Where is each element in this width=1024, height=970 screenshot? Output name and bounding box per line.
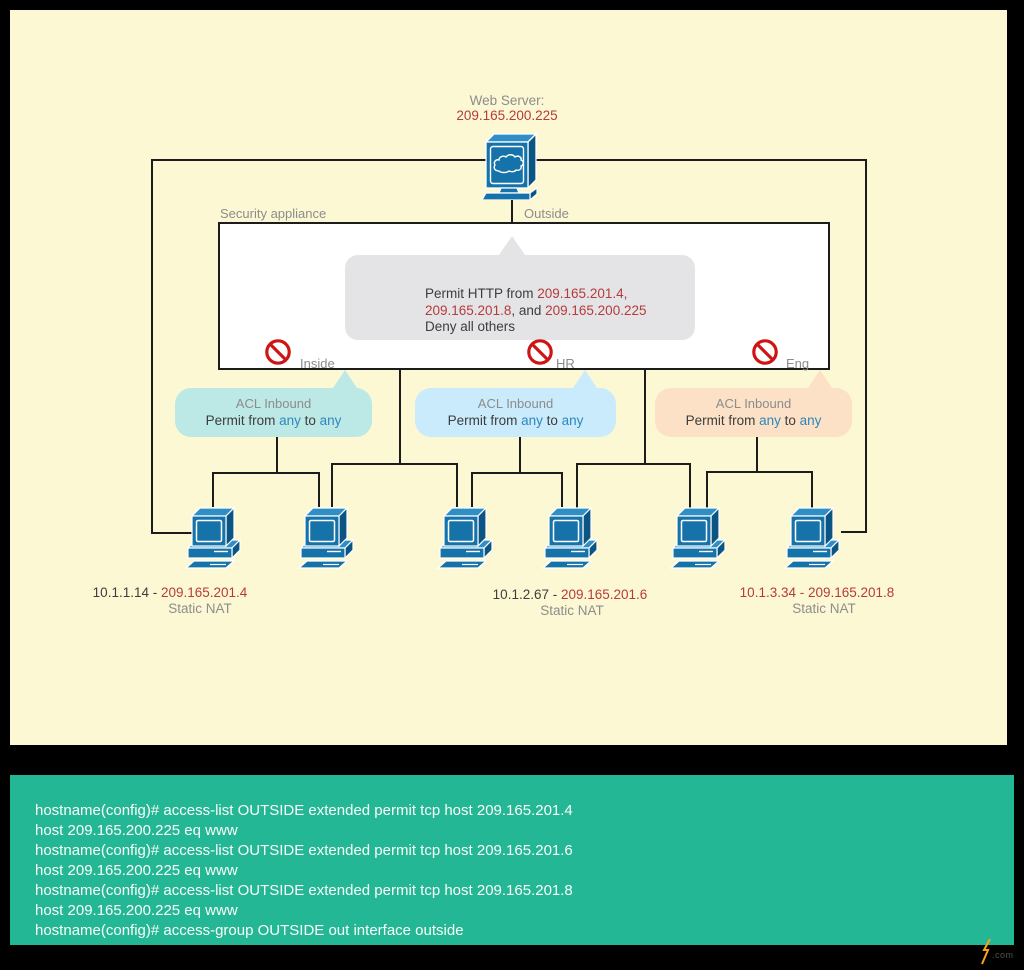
host-label-1: 10.1.1.14 - 209.165.201.4: [93, 585, 248, 600]
acl-permit-text: Permit from: [447, 413, 522, 428]
acl-callout-inside: ACL Inbound Permit from any to any: [175, 388, 372, 437]
acl-any-dest: any: [799, 413, 822, 428]
no-entry-icon-inside: [265, 339, 291, 365]
acl-inside-tail: [333, 370, 357, 388]
eng-interface-label: Eng: [786, 356, 810, 371]
policy-callout: Permit HTTP from 209.165.201.4, 209.165.…: [345, 255, 695, 340]
host-internal-ip: 10.1.2.67: [492, 587, 549, 602]
policy-l1-ip: 209.165.201.4,: [537, 286, 628, 301]
host-internal-ip: 10.1.1.14: [92, 585, 149, 600]
cli-line: host 209.165.200.225 eq www: [35, 822, 238, 839]
web-server-ip: 209.165.200.225: [456, 108, 558, 123]
cli-line: hostname(config)# access-list OUTSIDE ex…: [35, 802, 573, 819]
host-mapped-ip: 209.165.201.6: [560, 587, 648, 602]
acl-any-source: any: [521, 413, 543, 428]
workstation-icon-5: [669, 504, 727, 570]
acl-callout-hr: ACL Inbound Permit from any to any: [415, 388, 616, 437]
host-label-2: 10.1.2.67 - 209.165.201.6: [493, 587, 648, 602]
host-internal-ip: 10.1.3.34: [739, 585, 796, 600]
policy-l2-ip2: 209.165.200.225: [545, 302, 647, 318]
workstation-icon-2: [297, 504, 355, 570]
host-label-3: 10.1.3.34 - 209.165.201.8: [740, 585, 895, 600]
acl-eng-tail: [808, 370, 832, 388]
web-server-title: Web Server:: [469, 93, 545, 108]
cli-line: hostname(config)# access-list OUTSIDE ex…: [35, 882, 573, 899]
acl-callout-eng: ACL Inbound Permit from any to any: [655, 388, 852, 437]
hr-interface-label: HR: [556, 356, 575, 371]
watermark: .com: [976, 938, 1022, 968]
watermark-text: .com: [992, 950, 1014, 960]
policy-line-3: Deny all others: [425, 319, 646, 336]
host-separator: -: [548, 587, 561, 602]
policy-text: Permit HTTP from 209.165.201.4, 209.165.…: [425, 286, 646, 336]
policy-line-1: Permit HTTP from 209.165.201.4,: [425, 286, 646, 303]
acl-title: ACL Inbound: [235, 396, 312, 411]
acl-any-dest: any: [319, 413, 342, 428]
acl-any-source: any: [279, 413, 301, 428]
policy-callout-tail: [499, 236, 525, 255]
cli-line: hostname(config)# access-group OUTSIDE o…: [35, 922, 464, 939]
host-mapped-ip: 209.165.201.8: [807, 585, 895, 600]
workstation-icon-6: [783, 504, 841, 570]
host-separator: -: [795, 585, 808, 600]
workstation-icon-3: [436, 504, 494, 570]
host-separator: -: [148, 585, 161, 600]
acl-title: ACL Inbound: [477, 396, 554, 411]
cli-line: host 209.165.200.225 eq www: [35, 862, 238, 879]
host-nat-label-1: Static NAT: [168, 601, 232, 616]
policy-l2-ip1: 209.165.201.8: [425, 302, 512, 318]
host-mapped-ip: 209.165.201.4: [160, 585, 248, 600]
watermark-logo-icon: [981, 938, 991, 965]
host-nat-label-2: Static NAT: [540, 603, 604, 618]
acl-to-text: to: [542, 413, 562, 428]
acl-title: ACL Inbound: [715, 396, 792, 411]
no-entry-icon-eng: [752, 339, 778, 365]
security-appliance-label: Security appliance: [220, 206, 327, 221]
policy-deny-text: Deny all others: [425, 319, 516, 334]
acl-any-source: any: [759, 413, 781, 428]
inside-interface-label: Inside: [300, 356, 335, 371]
policy-l2-text: , and: [511, 302, 546, 318]
acl-permit-text: Permit from: [685, 413, 760, 428]
workstation-icon-4: [541, 504, 599, 570]
acl-to-text: to: [780, 413, 800, 428]
no-entry-icon-hr: [527, 339, 553, 365]
acl-to-text: to: [300, 413, 320, 428]
acl-permit-text: Permit from: [205, 413, 280, 428]
web-server-label: Web Server: 209.165.200.225: [456, 93, 557, 123]
policy-l1-text: Permit HTTP from: [425, 286, 538, 301]
cli-line: hostname(config)# access-list OUTSIDE ex…: [35, 842, 573, 859]
cli-config-panel: hostname(config)# access-list OUTSIDE ex…: [10, 775, 1014, 945]
acl-hr-tail: [573, 370, 597, 388]
acl-rule: Permit from any to any: [175, 412, 372, 429]
network-diagram-panel: Web Server: 209.165.200.225 Security app…: [10, 10, 1007, 745]
acl-rule: Permit from any to any: [415, 412, 616, 429]
connector-lines: [151, 159, 867, 534]
host-nat-label-3: Static NAT: [792, 601, 856, 616]
policy-line-2: 209.165.201.8, and 209.165.200.225: [425, 303, 646, 320]
cli-line: host 209.165.200.225 eq www: [35, 902, 238, 919]
outside-interface-label: Outside: [524, 206, 569, 221]
acl-any-dest: any: [561, 413, 584, 428]
workstation-icon-1: [184, 504, 242, 570]
acl-rule: Permit from any to any: [655, 412, 852, 429]
web-server-icon: [480, 130, 544, 202]
